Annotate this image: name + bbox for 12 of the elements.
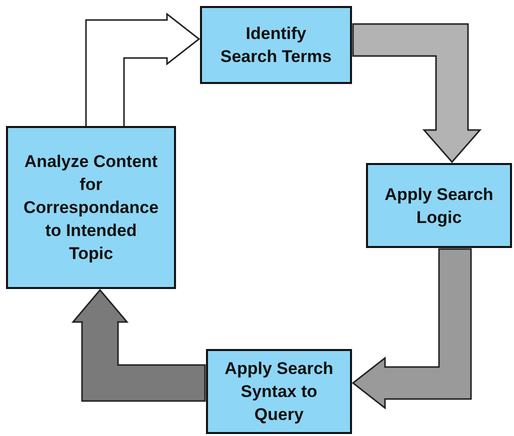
process-box (6, 126, 176, 289)
box-label: Identify Search Terms (219, 23, 333, 68)
box-label: Apply Search Syntax to Query (224, 358, 334, 426)
process-box (366, 163, 512, 248)
bent-block-arrow (71, 288, 206, 402)
process-box (206, 349, 352, 434)
box-label: Analyze Content for Correspondance to Intended Topic (22, 151, 160, 265)
bent-block-arrow (85, 12, 200, 128)
bent-block-arrow (352, 248, 472, 410)
box-label: Apply Search Logic (384, 184, 494, 228)
process-box (200, 6, 352, 84)
bent-block-arrow (352, 23, 482, 164)
